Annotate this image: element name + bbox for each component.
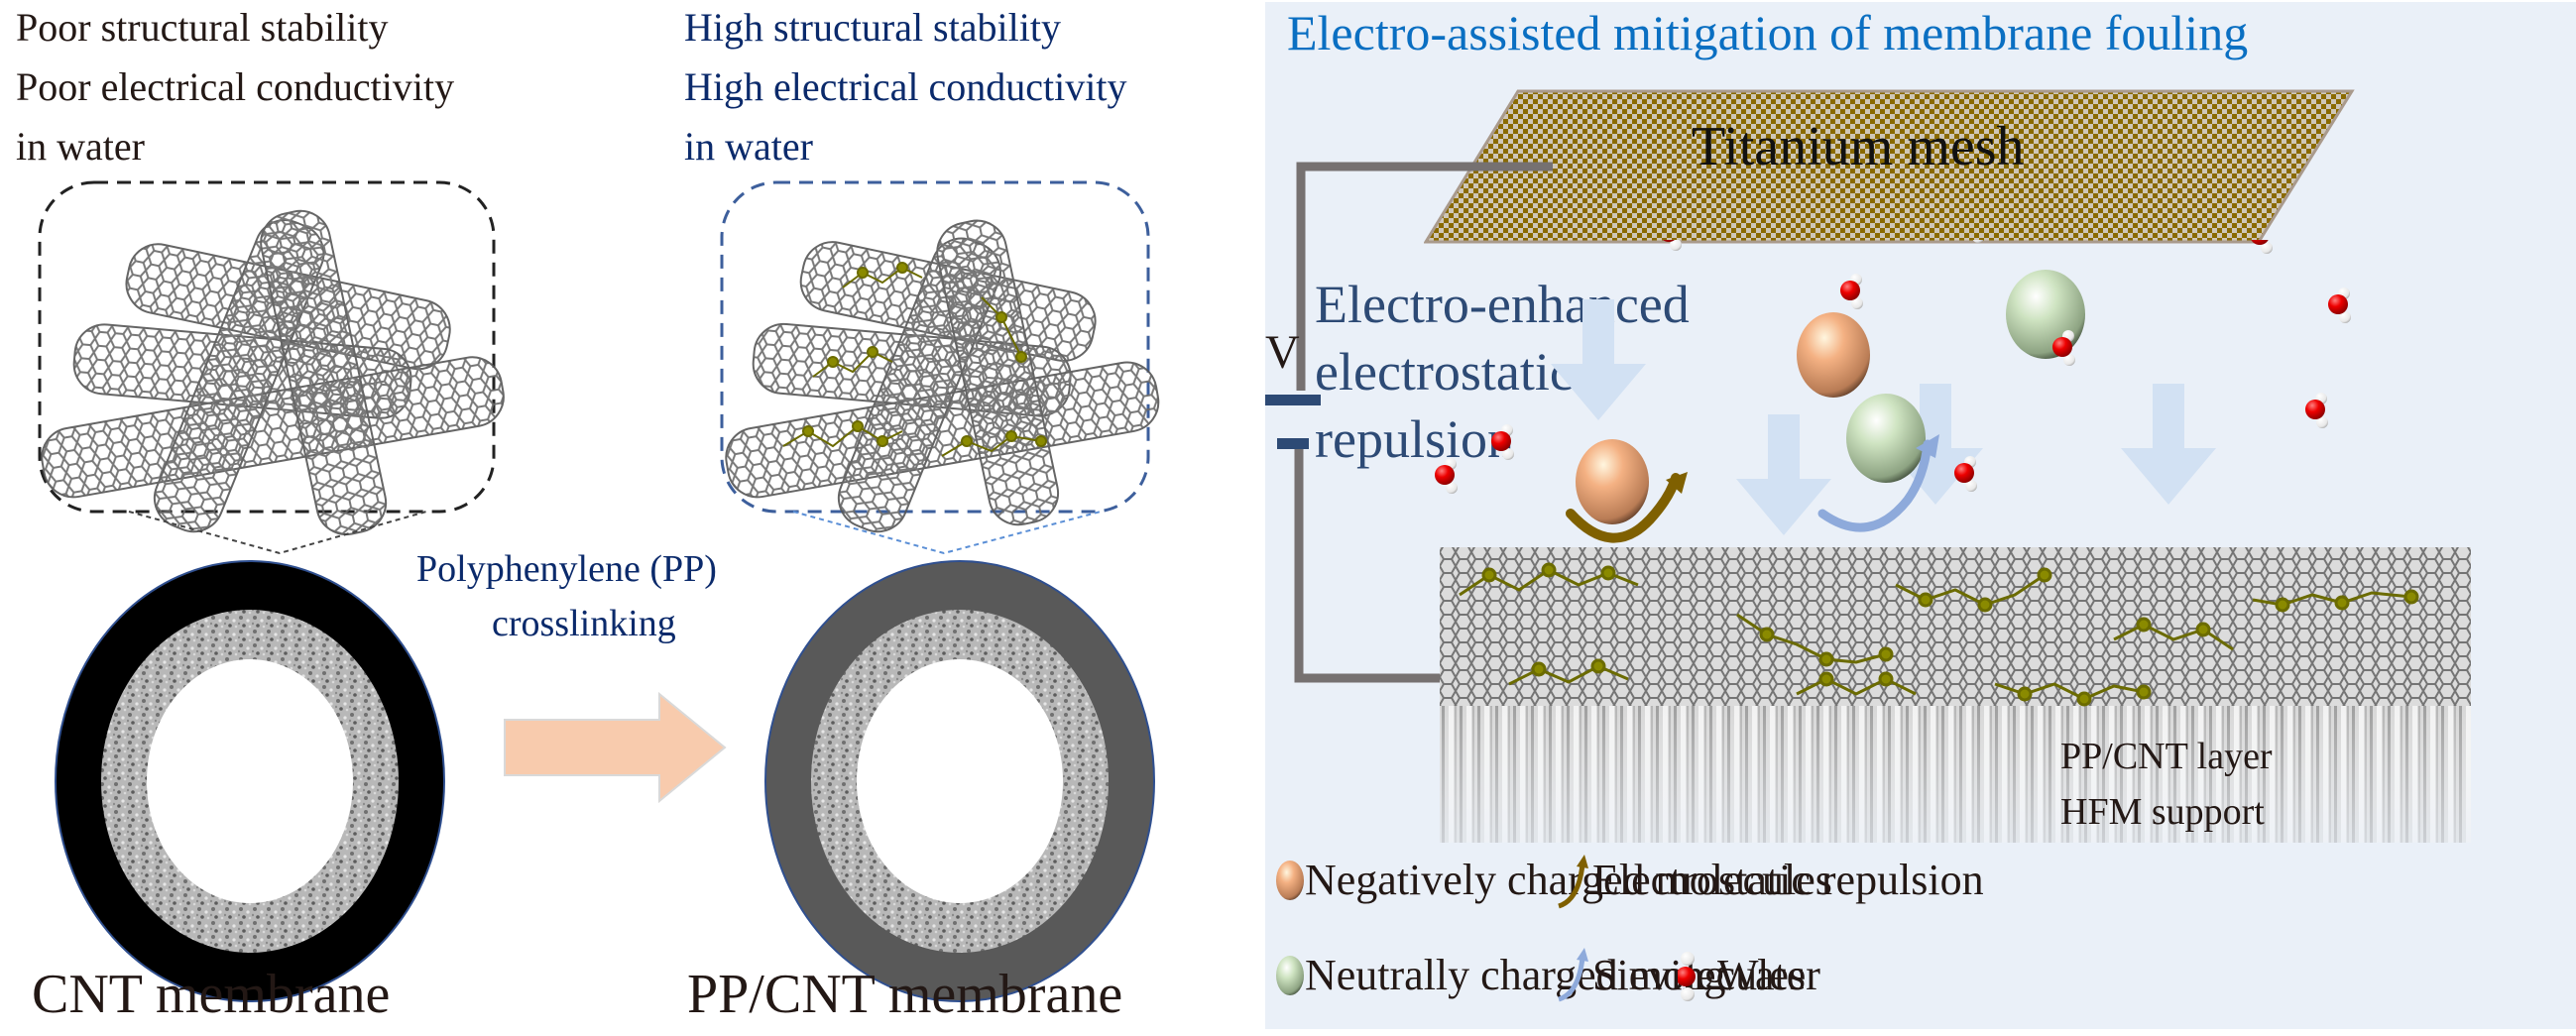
ppcnt-property-structural: High structural stability bbox=[684, 5, 1061, 50]
legend-label-negative: Negatively charged molecules bbox=[1305, 856, 1832, 904]
ppcnt-tube-cluster bbox=[725, 219, 1160, 533]
legend-label-repulsion: Electrostatic repulsion bbox=[1592, 856, 1984, 904]
right-panel: Electro-assisted mitigation of membrane … bbox=[1265, 2, 2576, 1029]
neutral-molecule-icon bbox=[1276, 956, 1304, 995]
ppcnt-layer-label: PP/CNT layer bbox=[2060, 736, 2273, 777]
ppcnt-property-conductivity: High electrical conductivity bbox=[684, 64, 1127, 109]
neutral-molecule bbox=[1846, 394, 1926, 483]
cnt-property-water: in water bbox=[16, 124, 145, 169]
filtration-scene bbox=[1435, 240, 2351, 543]
cnt-tube-cluster bbox=[41, 209, 505, 536]
neutral-molecule bbox=[2006, 270, 2085, 359]
negative-molecule bbox=[1797, 312, 1870, 398]
electrostatic-repulsion-arrow bbox=[1566, 473, 1681, 543]
negative-molecule-icon bbox=[1276, 861, 1304, 900]
left-panel: Poor structural stability Poor electrica… bbox=[0, 0, 1259, 1036]
process-label-line1: Polyphenylene (PP) bbox=[416, 548, 717, 590]
water-molecule bbox=[1840, 274, 1863, 309]
water-molecule bbox=[2305, 393, 2328, 428]
sieving-arrow-icon bbox=[1558, 948, 1588, 1002]
water-molecule bbox=[2328, 288, 2351, 323]
water-molecule bbox=[2052, 330, 2075, 366]
pp-crosslinks bbox=[782, 262, 1047, 457]
water-molecule bbox=[1663, 240, 1682, 251]
water-molecule bbox=[1491, 424, 1514, 460]
water-molecule bbox=[1435, 458, 1458, 494]
electrostatic-repulsion-arrow-icon bbox=[1558, 855, 1588, 909]
legend-label-water: Water bbox=[1717, 951, 1820, 999]
flow-arrow-icon bbox=[1551, 299, 1646, 420]
ppcnt-membrane-cross-section bbox=[764, 560, 1155, 1002]
legend-label-sieving: Sieving bbox=[1592, 951, 1726, 999]
membrane-layer bbox=[1440, 547, 2471, 843]
process-arrow-icon bbox=[504, 692, 727, 803]
cnt-membrane-label: CNT membrane bbox=[32, 964, 391, 1025]
water-molecule-icon bbox=[1678, 952, 1696, 1001]
hfm-support-label: HFM support bbox=[2060, 791, 2265, 833]
mechanism-line1: Electro-enhanced bbox=[1315, 275, 1690, 334]
cnt-property-structural: Poor structural stability bbox=[16, 5, 389, 50]
voltage-label: V bbox=[1265, 326, 1300, 379]
mechanism-line3: repulsion bbox=[1315, 409, 1514, 469]
pp-chains bbox=[1459, 562, 2419, 707]
mechanism-line2: electrostatic bbox=[1315, 342, 1574, 402]
battery-negative-plate bbox=[1277, 438, 1309, 449]
legend-label-neutral: Neutrally charged molecules bbox=[1305, 951, 1806, 999]
negative-molecule bbox=[1576, 439, 1649, 524]
battery-positive-plate bbox=[1265, 395, 1321, 405]
sieving-arrow bbox=[1817, 439, 1932, 532]
flow-arrow-icon bbox=[2121, 384, 2216, 505]
ppcnt-structure-inset bbox=[720, 180, 1160, 555]
cnt-property-conductivity: Poor electrical conductivity bbox=[16, 64, 455, 109]
legend: Negatively charged molecules Electrostat… bbox=[1265, 855, 2576, 1023]
cnt-structure-inset bbox=[38, 180, 505, 555]
ppcnt-membrane-label: PP/CNT membrane bbox=[687, 964, 1123, 1025]
titanium-mesh-label: Titanium mesh bbox=[1692, 116, 2025, 177]
ppcnt-property-water: in water bbox=[684, 124, 813, 169]
water-molecule bbox=[2251, 240, 2273, 254]
water-molecule bbox=[1954, 456, 1977, 492]
water-molecule bbox=[1972, 240, 1984, 243]
process-label-line2: crosslinking bbox=[492, 603, 676, 644]
flow-arrow-icon bbox=[1736, 414, 1831, 535]
cnt-membrane-cross-section bbox=[55, 560, 445, 1002]
right-panel-title: Electro-assisted mitigation of membrane … bbox=[1287, 5, 2249, 60]
